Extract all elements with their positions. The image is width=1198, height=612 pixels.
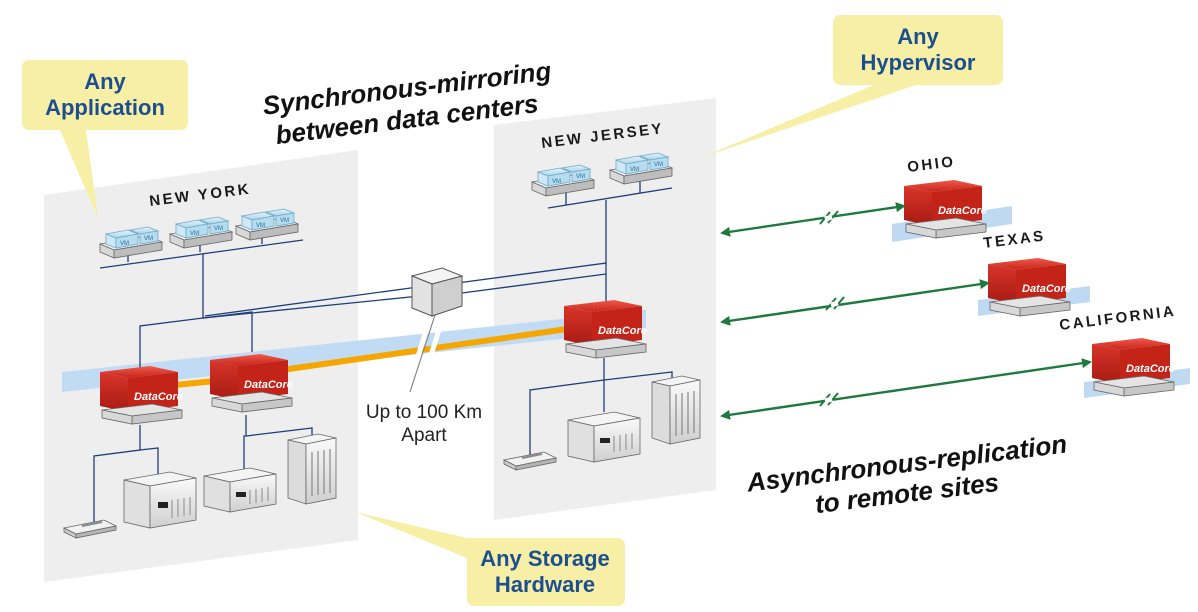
storage-array-icon — [567, 411, 641, 463]
storage-array-icon — [123, 471, 197, 529]
callout-storage: Any Storage Hardware — [355, 512, 625, 606]
site-label-texas: TEXAS — [982, 227, 1046, 251]
site-label-ohio: OHIO — [906, 153, 956, 176]
site-label-california: CALIFORNIA — [1058, 303, 1177, 334]
ny-host-bus — [99, 239, 304, 269]
datacore-appliance-ny-2: DataCore — [210, 354, 293, 413]
datacore-appliance-ohio: DataCore — [904, 180, 987, 239]
replication-arrow-california — [720, 358, 1092, 420]
vm-server-icon: VM VM — [98, 226, 164, 259]
distance-note-line2: Apart — [401, 425, 447, 446]
nj-host-bus — [547, 187, 673, 209]
distance-pointer — [405, 311, 447, 391]
datacore-logo: DataCore — [244, 379, 293, 391]
vm-server-icon: VM VM — [608, 152, 674, 185]
storage-tower-icon — [287, 433, 337, 505]
datacore-appliance-ny-1: DataCore — [100, 366, 183, 425]
datacore-logo: DataCore — [938, 205, 987, 217]
callout-hypervisor-line1: Any — [897, 24, 939, 49]
vm-label: VM — [576, 174, 585, 180]
datacore-appliance-texas: DataCore — [988, 258, 1071, 317]
vm-label: VM — [654, 162, 663, 168]
vm-label: VM — [256, 223, 265, 229]
fc-switch-icon — [410, 267, 464, 317]
vm-label: VM — [280, 218, 289, 224]
callout-application: Any Application — [22, 60, 188, 218]
callout-hypervisor: Any Hypervisor — [700, 15, 1003, 158]
datacore-logo: DataCore — [598, 325, 647, 337]
datacore-appliance-nj: DataCore — [564, 300, 647, 359]
datacore-logo: DataCore — [134, 391, 183, 403]
vm-label: VM — [552, 179, 561, 185]
callout-hypervisor-line2: Hypervisor — [861, 50, 976, 75]
vm-label: VM — [190, 231, 199, 237]
vm-label: VM — [214, 226, 223, 232]
distance-note-line1: Up to 100 Km — [366, 402, 482, 423]
callout-application-line2: Application — [45, 95, 165, 120]
vm-label: VM — [144, 236, 153, 242]
datacore-appliance-california: DataCore — [1092, 338, 1175, 397]
storage-card-icon — [62, 519, 118, 539]
storage-array-icon — [203, 467, 277, 513]
replication-arrow-texas — [720, 279, 990, 326]
datacore-logo: DataCore — [1022, 283, 1071, 295]
callout-storage-line2: Hardware — [495, 572, 595, 597]
callout-storage-line1: Any Storage — [480, 546, 610, 571]
vm-label: VM — [120, 241, 129, 247]
mirror-band — [62, 310, 646, 392]
callout-application-line1: Any — [84, 69, 126, 94]
vm-label: VM — [630, 167, 639, 173]
vm-server-icon: VM VM — [168, 216, 234, 249]
storage-tower-icon — [651, 375, 701, 445]
replication-arrow-ohio — [720, 202, 906, 237]
vm-server-icon: VM VM — [530, 164, 596, 197]
datacore-logo: DataCore — [1126, 363, 1175, 375]
vm-server-icon: VM VM — [234, 208, 300, 241]
storage-card-icon — [502, 451, 558, 471]
